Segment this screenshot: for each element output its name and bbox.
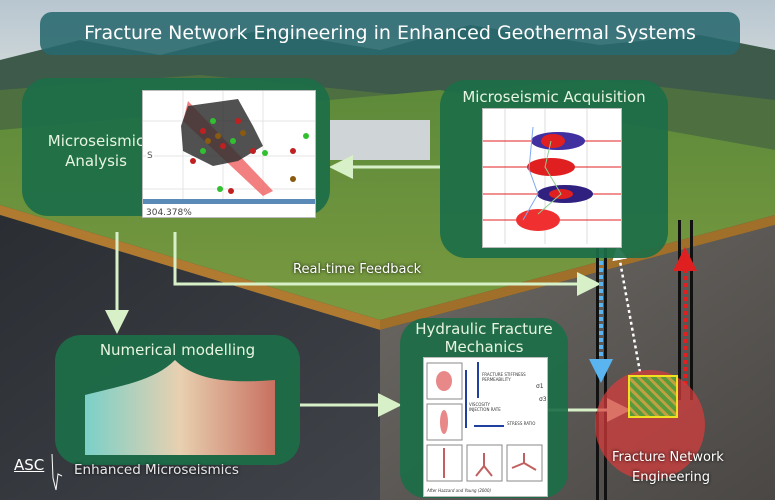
fig-permeability: PERMEABILITY <box>482 377 511 382</box>
white-signal-arrow <box>612 245 642 373</box>
fig-sigma1: σ1 <box>536 383 544 390</box>
fracture-mechanics-figure: FRACTURE STIFFNESS PERMEABILITY VISCOSIT… <box>423 357 548 497</box>
asc-logo: ASC <box>12 452 63 492</box>
hydraulic-title-2: Mechanics <box>444 338 524 356</box>
event-cloud-image: 304.378% <box>142 90 316 218</box>
seismogram-image <box>482 108 622 248</box>
fig-sigma3: σ3 <box>539 396 547 403</box>
stress-surface-plot <box>85 360 275 455</box>
power-plant <box>330 120 430 160</box>
fig-viscosity: VISCOSITY <box>469 402 491 407</box>
hydraulic-title-1: Hydraulic Fracture <box>415 320 553 338</box>
fne-label-1: Fracture Network <box>612 450 724 465</box>
realtime-feedback-label: Real-time Feedback <box>293 262 422 277</box>
waveform-icon <box>51 453 63 491</box>
analysis-title-2: Analysis <box>65 152 127 170</box>
modelling-title: Numerical modelling <box>99 341 256 359</box>
fig-stress-ratio: STRESS RATIO <box>507 421 535 426</box>
enhanced-microseismics-label: Enhanced Microseismics <box>74 462 239 478</box>
page-title: Fracture Network Engineering in Enhanced… <box>84 22 696 44</box>
arrow-realtime-feedback <box>173 232 601 296</box>
analysis-title-1: Microseismic <box>47 132 145 150</box>
acquisition-title: Microseismic Acquisition <box>462 88 646 106</box>
axis-label: S <box>146 151 154 161</box>
fne-label-2: Engineering <box>632 470 710 485</box>
fig-stiffness: FRACTURE STIFFNESS <box>482 372 526 377</box>
fracture-network-target <box>628 375 678 418</box>
title-bar: Fracture Network Engineering in Enhanced… <box>40 12 740 55</box>
fig-credit: After Hazzard and Young (2000) <box>426 488 492 493</box>
analysis-footer: 304.378% <box>146 208 192 218</box>
fig-injection: INJECTION RATE <box>469 407 501 412</box>
